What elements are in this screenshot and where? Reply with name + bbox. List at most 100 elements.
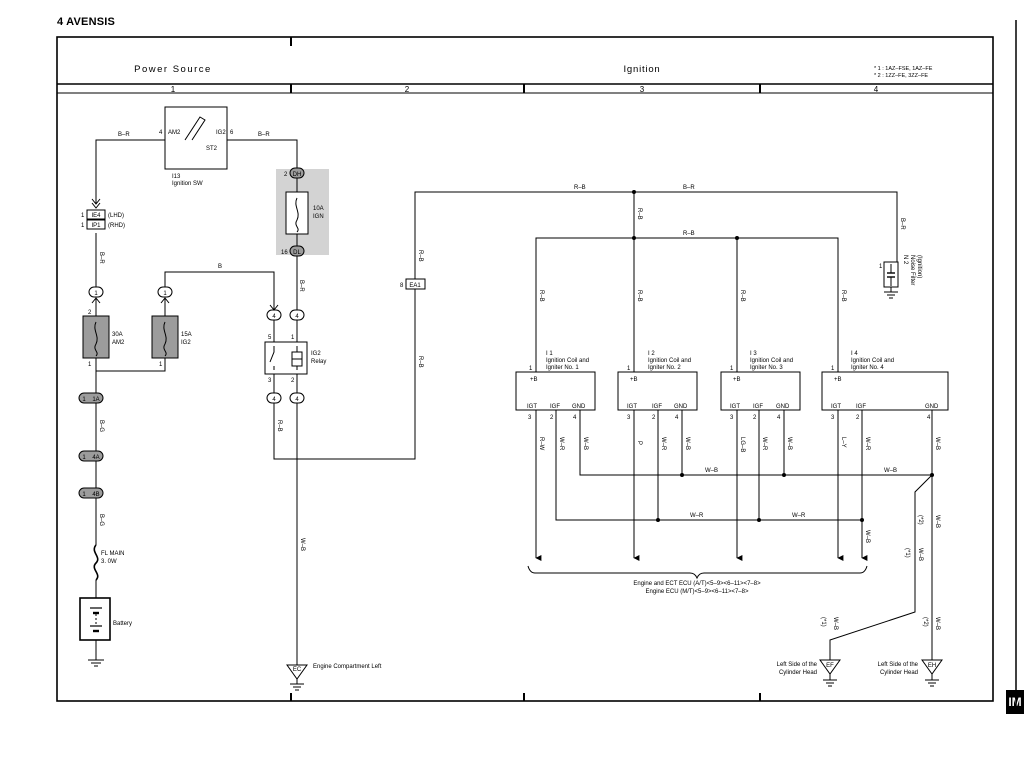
coil-sublabel: Igniter No. 2 [648,365,681,371]
fuse-ig2: 1 15A IG2 [151,315,192,368]
coil-pin: 1 [831,366,835,372]
coil-pin-name: GND [572,404,586,410]
connector-ie4-pin: 1 [81,213,85,219]
fuse-ign-conn-bottom: DL [293,250,301,256]
ground-ef-sublabel: Cylinder Head [779,670,817,676]
coil-pin: 3 [831,415,835,421]
ground-eh-label: Left Side of the [878,662,919,668]
noise-filter-n2: 1 N 2 Noise Filter (Ignition) [879,255,922,299]
ground-symbol [88,659,104,667]
column-number-1: 1 [171,85,176,94]
fuse-am2-rating: 30A [112,332,123,338]
noise-filter-id: N 2 [902,255,908,265]
wire-label: W–B [582,437,588,450]
ground-ec-id: EC [293,667,302,673]
wires-power [95,139,898,665]
wire-label: R–B [840,290,846,302]
connector-pill: 1 [157,286,173,298]
coil-pin: 2 [652,415,656,421]
wire-label: B–R [899,218,905,230]
wire-label: R–B [417,250,423,262]
wire-label: W–B [299,538,305,551]
fuse-ig2-rating: 15A [181,332,192,338]
column-number-4: 4 [874,85,879,94]
wire-label: R–B [538,290,544,302]
connector-ie4-ip1: IE4 IP1 1 1 (LHD) (RHD) [81,198,125,230]
connector-ea1: EA1 8 [400,278,426,290]
wire-label: W–B [864,530,870,543]
coil-pin: 3 [730,415,734,421]
fuse-am2-pin-bottom: 1 [88,362,92,368]
fusible-link-fl-main: FL MAIN 3. 0W [93,544,124,581]
noise-filter-pin: 1 [879,264,883,270]
wire-label: (*2) [922,617,928,627]
coil-pin-name: IGF [550,404,560,410]
connector-pill-label: 4 [272,314,276,320]
coil-id: I 1 [546,351,553,357]
coil-pin-name: +B [834,377,842,383]
connector-pill-label: 4 [295,314,299,320]
ignition-sw-id: I13 [172,174,181,180]
ground-ec: EC Engine Compartment Left [286,664,382,691]
coil-pin-name: GND [925,404,939,410]
ground-ef-label: Left Side of the [777,662,818,668]
wire-label: R–B [636,290,642,302]
junction-pin: 1 [82,397,86,403]
fuse-ign-pin-top: 2 [284,172,288,178]
junction-label: 1A [92,397,99,403]
coil-pin: 2 [753,415,757,421]
coil-pin-name: +B [530,377,538,383]
connector-ip1-pin: 1 [81,223,85,229]
relay-pin-2: 2 [291,378,295,384]
fuse-ign: DH 2 10A IGN DL 16 [276,167,329,257]
coil-pin: 1 [529,366,533,372]
fuse-ign-conn-top: DH [293,172,302,178]
note-star-2: * 2 : 1ZZ–FE, 3ZZ–FE [874,73,928,79]
connector-ip1-id: IP1 [91,223,101,229]
coil-pin: 4 [777,415,781,421]
ig2-relay: 5 1 3 2 IG2 Relay [264,335,326,384]
page-title: 4 AVENSIS [57,16,116,28]
wire-label: (*2) [917,515,923,525]
coil-pin: 4 [675,415,679,421]
plug-symbol [91,297,170,304]
ecu-sublabel: Engine ECU (M/T)<5–9><6–11><7–8> [646,589,749,595]
ignition-coil-2: I 2 Ignition Coil and Igniter No. 2 1 +B… [617,351,698,421]
wire-label: B–G [98,420,104,432]
wires-signal [527,410,933,660]
noise-filter-sublabel: (Ignition) [916,255,922,278]
coil-pin-name: IGF [856,404,866,410]
ignition-sw-pin-ig2: 6 [230,130,234,136]
battery-label: Battery [113,621,132,627]
coil-pin: 3 [528,415,532,421]
coil-pin: 3 [627,415,631,421]
coil-pin-name: IGT [730,404,740,410]
coil-sublabel: Igniter No. 1 [546,365,579,371]
column-number-2: 2 [405,85,410,94]
connector-pill-label: 4 [295,397,299,403]
wire-label: B [218,264,222,270]
coil-id: I 2 [648,351,655,357]
wire-label: W–B [934,617,940,630]
coil-pin: 2 [856,415,860,421]
wire-label: LG–B [739,437,745,452]
coil-pin-name: IGT [627,404,637,410]
coil-pin-name: IGT [831,404,841,410]
connector-ip1-note: (RHD) [108,223,125,229]
fuse-ign-pin-bottom: 16 [281,250,288,256]
ground-ef-id: EF [826,663,834,669]
ignition-coil-3: I 3 Ignition Coil and Igniter No. 3 1 +B… [720,351,801,421]
fl-main-rating: 3. 0W [101,559,117,565]
fuse-am2-name: AM2 [112,340,125,346]
connector-pill: 4 [266,392,282,404]
relay-pin-5: 5 [268,335,272,341]
ignition-coil-4: I 4 Ignition Coil and Igniter No. 4 1 +B… [821,351,949,421]
connector-ie4-note: (LHD) [108,213,124,219]
ignition-coil-1: I 1 Ignition Coil and Igniter No. 1 1 +B… [515,351,596,421]
coil-id: I 3 [750,351,757,357]
ignition-sw-am2: AM2 [168,130,181,136]
wire-label: B–G [98,514,104,526]
connector-ie4-id: IE4 [91,213,101,219]
coil-label: Ignition Coil and [851,358,894,364]
